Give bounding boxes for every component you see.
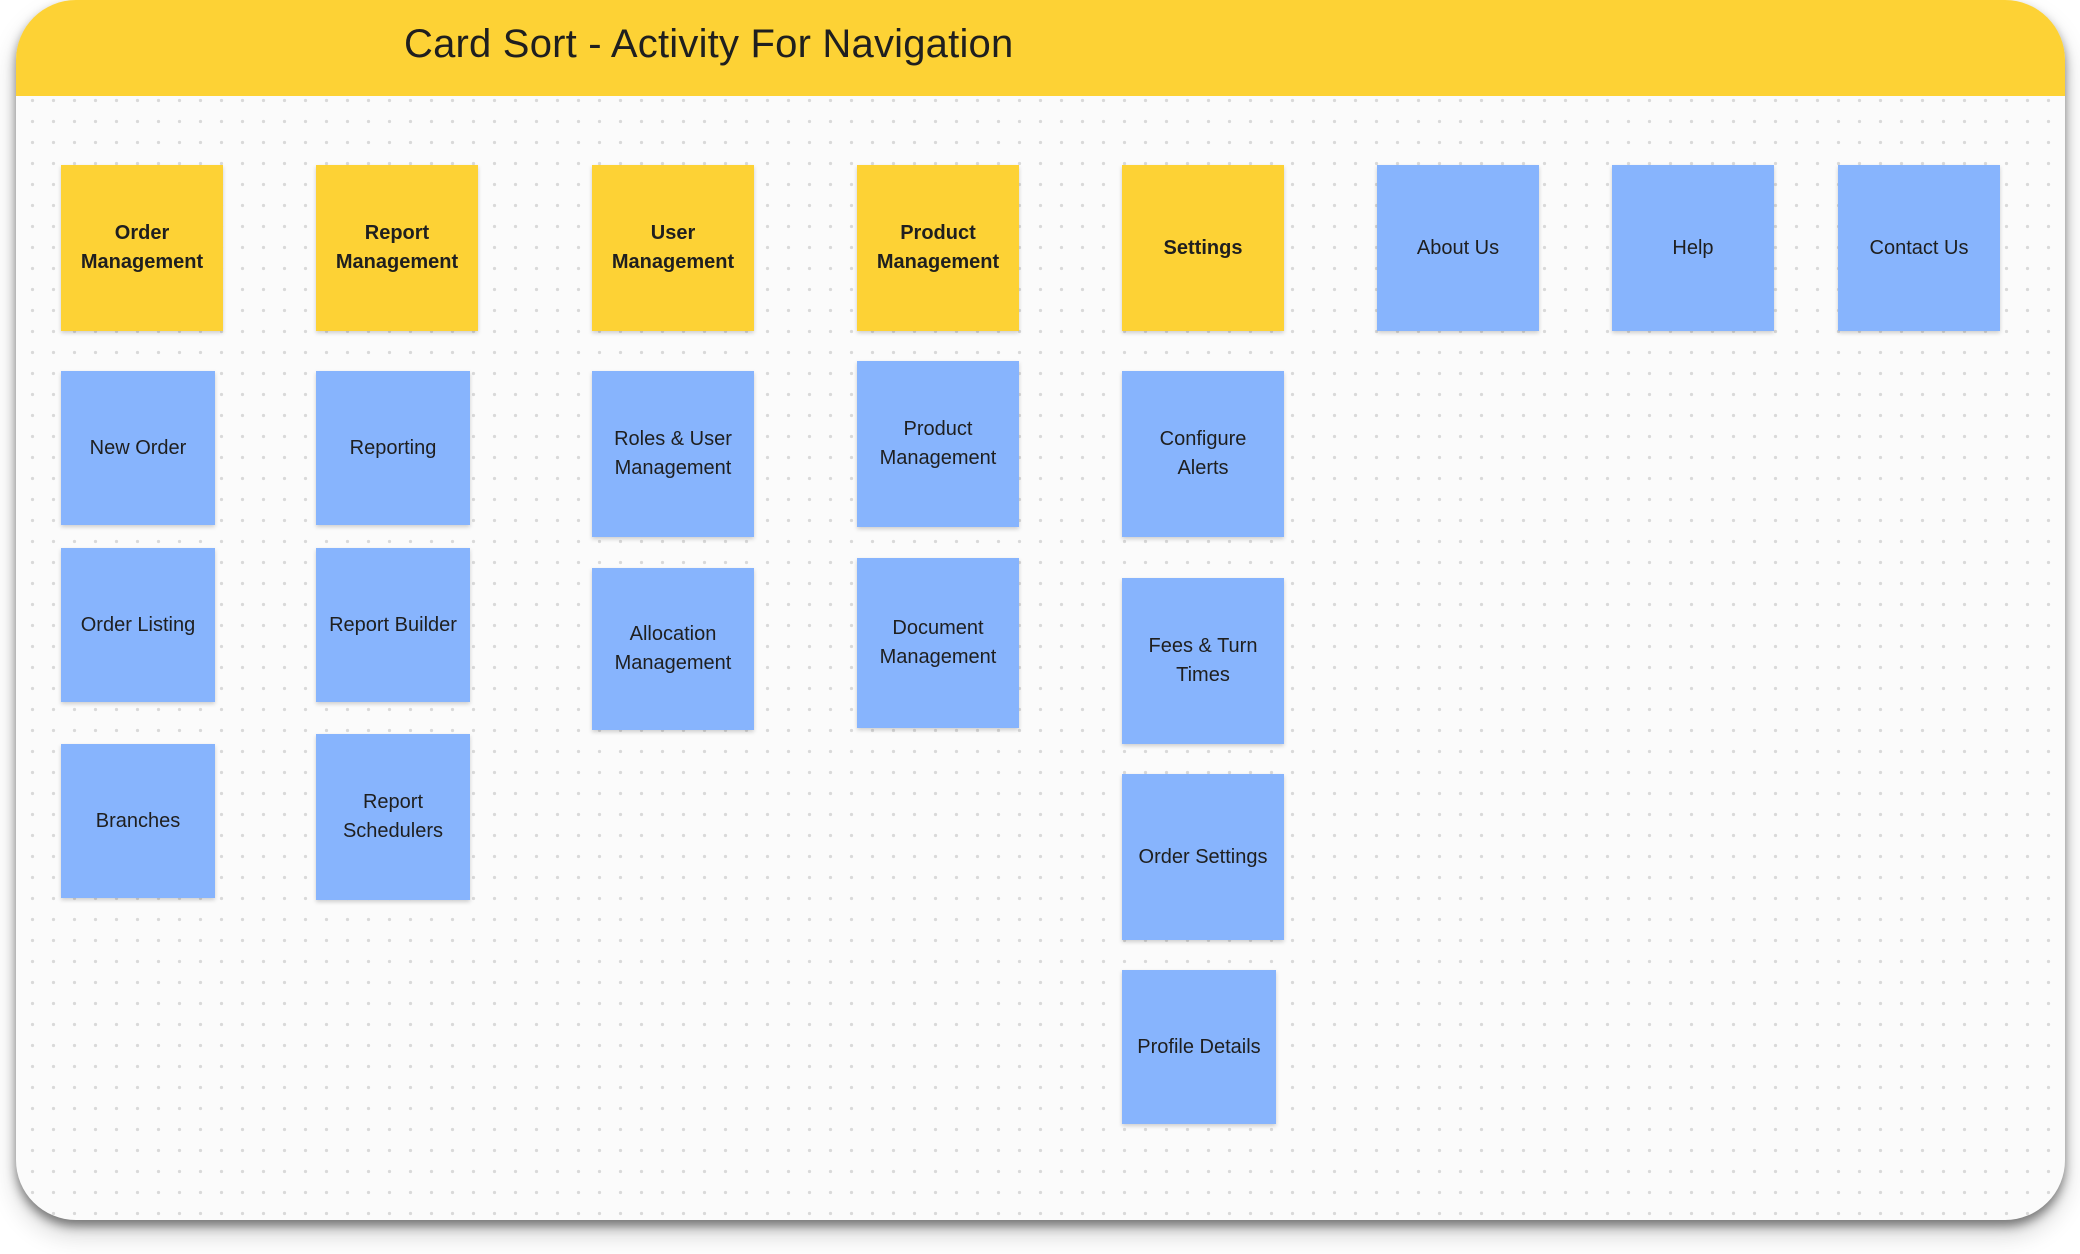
card-order-listing[interactable]: Order Listing: [61, 548, 215, 702]
category-card-settings[interactable]: Settings: [1122, 165, 1284, 331]
card-about-us[interactable]: About Us: [1377, 165, 1539, 331]
card-sort-board: Card Sort - Activity For Navigation Orde…: [16, 0, 2065, 1220]
card-help[interactable]: Help: [1612, 165, 1774, 331]
card-configure-alerts[interactable]: Configure Alerts: [1122, 371, 1284, 537]
card-report-builder[interactable]: Report Builder: [316, 548, 470, 702]
card-fees-turn-times[interactable]: Fees & Turn Times: [1122, 578, 1284, 744]
card-product-management[interactable]: Product Management: [857, 361, 1019, 527]
board-title: Card Sort - Activity For Navigation: [404, 22, 1014, 66]
category-card-order-management[interactable]: Order Management: [61, 165, 223, 331]
card-document-management[interactable]: Document Management: [857, 558, 1019, 728]
card-report-schedulers[interactable]: Report Schedulers: [316, 734, 470, 900]
category-card-user-management[interactable]: User Management: [592, 165, 754, 331]
category-card-report-management[interactable]: Report Management: [316, 165, 478, 331]
card-allocation-management[interactable]: Allocation Management: [592, 568, 754, 730]
card-profile-details[interactable]: Profile Details: [1122, 970, 1276, 1124]
category-card-product-management[interactable]: Product Management: [857, 165, 1019, 331]
card-roles-user-management[interactable]: Roles & User Management: [592, 371, 754, 537]
board-header: Card Sort - Activity For Navigation: [16, 0, 2065, 96]
card-new-order[interactable]: New Order: [61, 371, 215, 525]
card-contact-us[interactable]: Contact Us: [1838, 165, 2000, 331]
card-order-settings[interactable]: Order Settings: [1122, 774, 1284, 940]
card-branches[interactable]: Branches: [61, 744, 215, 898]
card-reporting[interactable]: Reporting: [316, 371, 470, 525]
